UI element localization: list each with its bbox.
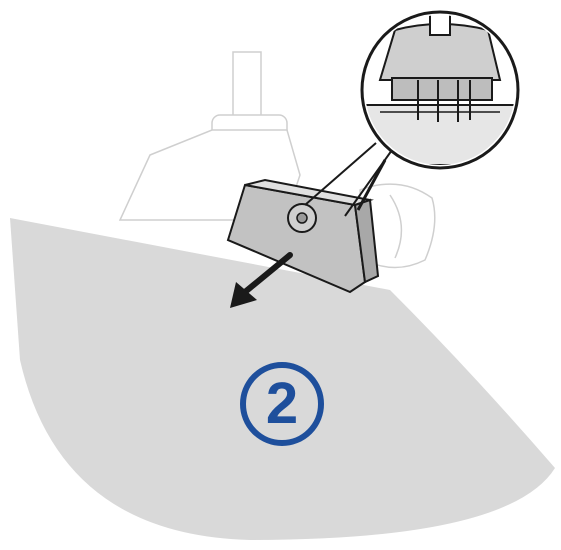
callout-leaders (304, 142, 393, 217)
arrow-down-left-icon (230, 252, 293, 308)
step-number-badge: 2 (240, 362, 324, 446)
ghost-post (232, 51, 262, 125)
magnifier-callout-icon (360, 10, 520, 170)
ghost-cable-end (359, 183, 436, 269)
transducer-device (226, 159, 387, 294)
cable (356, 159, 387, 211)
ghost-cable-ring (389, 194, 403, 259)
